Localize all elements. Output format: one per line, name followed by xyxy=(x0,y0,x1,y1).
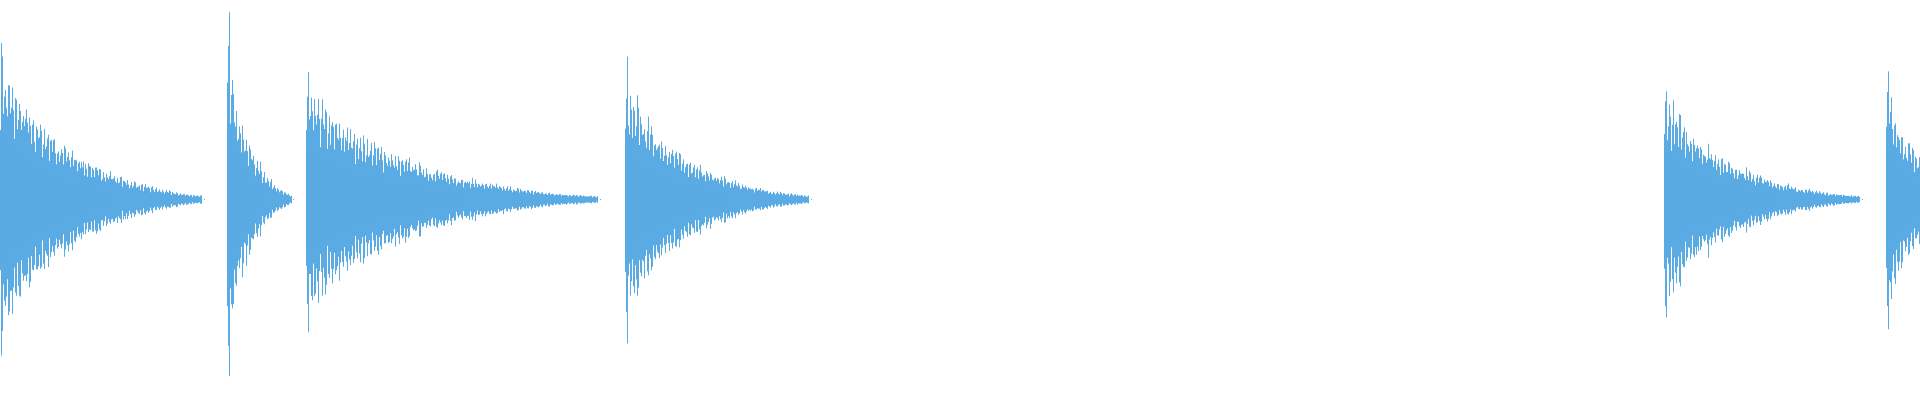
waveform-path xyxy=(0,12,1920,377)
waveform-signal xyxy=(0,12,1920,377)
waveform-hit-3 xyxy=(306,149,466,250)
waveform-hit-4 xyxy=(625,149,725,250)
waveform-hit-6 xyxy=(1886,148,1920,251)
